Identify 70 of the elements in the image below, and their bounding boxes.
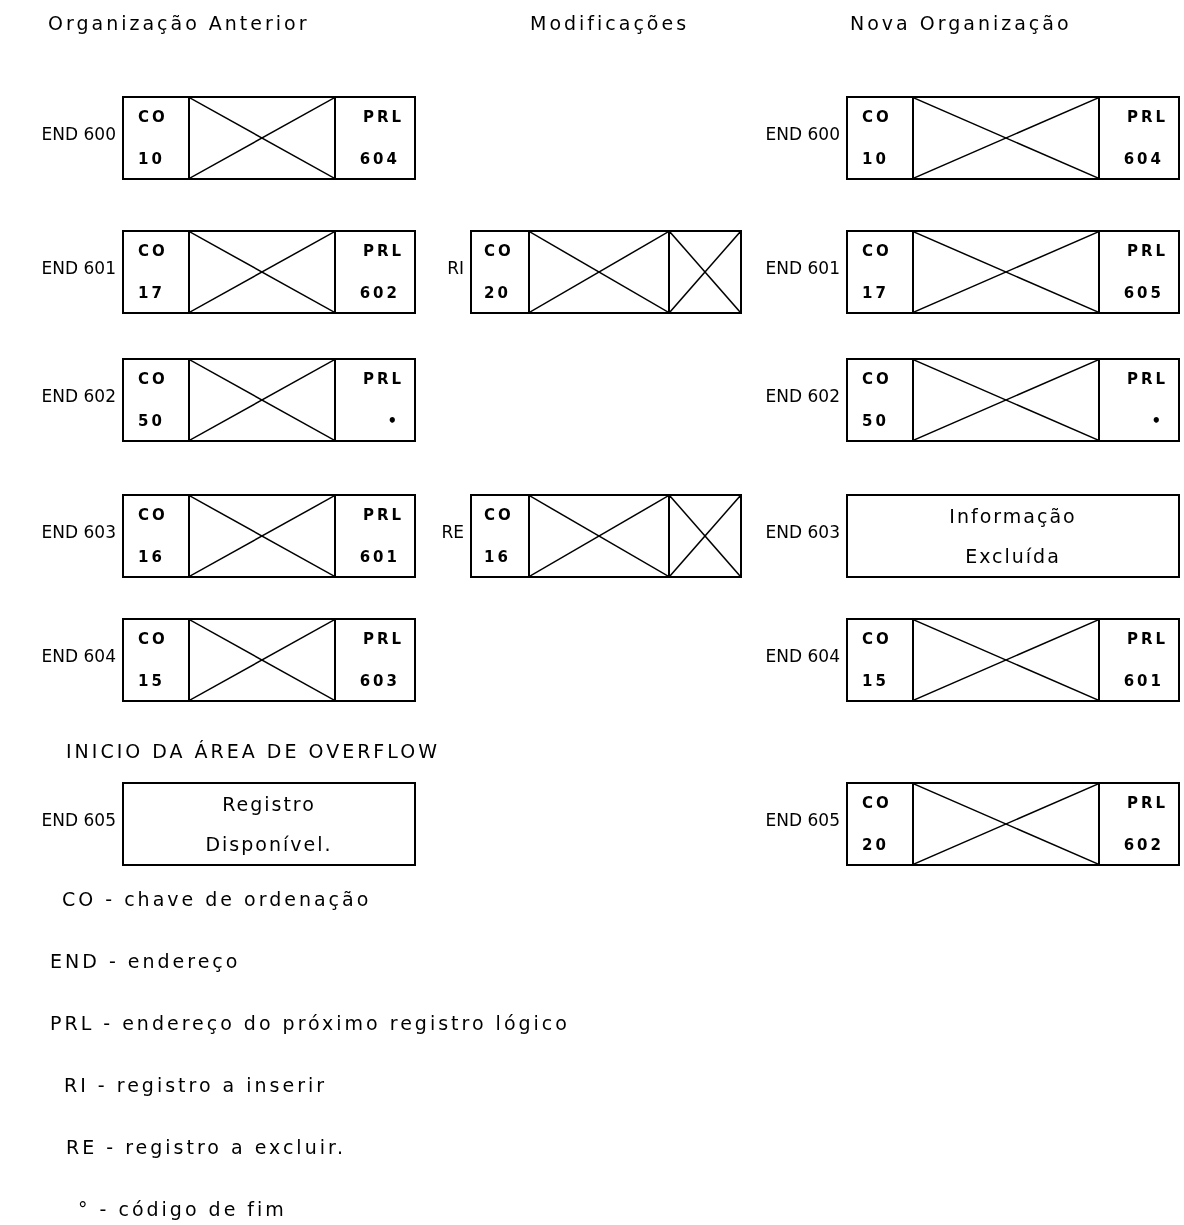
- field-value: 604: [359, 150, 400, 168]
- legend-text: ° - código de fim: [78, 1198, 287, 1220]
- address-label: END 605: [41, 810, 116, 830]
- legend-text: END - endereço: [50, 950, 241, 972]
- field-label: CO: [484, 506, 514, 524]
- legend-text: RE - registro a excluir.: [66, 1136, 347, 1158]
- legend-text: CO - chave de ordenação: [62, 888, 372, 910]
- field-value: 16: [484, 548, 511, 566]
- field-label: PRL: [1126, 630, 1168, 648]
- section-heading: INICIO DA ÁREA DE OVERFLOW: [66, 740, 440, 762]
- address-label: END 603: [765, 522, 840, 542]
- address-label: END 603: [41, 522, 116, 542]
- field-label: PRL: [1126, 370, 1168, 388]
- field-label: CO: [862, 370, 892, 388]
- address-label: END 600: [41, 124, 116, 144]
- address-label: END 602: [765, 386, 840, 406]
- field-value: •: [1151, 412, 1164, 430]
- field-label: PRL: [362, 242, 404, 260]
- field-label: CO: [138, 242, 168, 260]
- field-label: CO: [138, 506, 168, 524]
- field-value: 16: [138, 548, 165, 566]
- column-heading: Nova Organização: [850, 12, 1072, 34]
- field-label: CO: [138, 370, 168, 388]
- field-value: 10: [862, 150, 889, 168]
- field-label: CO: [138, 630, 168, 648]
- field-label: CO: [862, 242, 892, 260]
- address-label: RE: [441, 522, 464, 542]
- field-value: 15: [862, 672, 889, 690]
- field-value: •: [387, 412, 400, 430]
- field-value: 602: [1123, 836, 1164, 854]
- field-value: 50: [862, 412, 889, 430]
- field-value: 604: [1123, 150, 1164, 168]
- address-label: END 605: [765, 810, 840, 830]
- field-value: 17: [138, 284, 165, 302]
- field-label: CO: [484, 242, 514, 260]
- field-label: PRL: [1126, 794, 1168, 812]
- field-label: CO: [862, 630, 892, 648]
- legend-text: RI - registro a inserir: [64, 1074, 328, 1096]
- column-heading: Organização Anterior: [48, 12, 310, 34]
- field-label: CO: [138, 108, 168, 126]
- record-text: Registro Disponível.: [204, 792, 334, 857]
- field-value: 603: [359, 672, 400, 690]
- column-heading: Modificações: [530, 12, 690, 34]
- field-value: 601: [1123, 672, 1164, 690]
- field-value: 20: [484, 284, 511, 302]
- field-label: PRL: [362, 370, 404, 388]
- field-value: 50: [138, 412, 165, 430]
- field-label: PRL: [362, 630, 404, 648]
- address-label: END 602: [41, 386, 116, 406]
- record-text: Informação Excluída: [948, 504, 1078, 569]
- address-label: END 600: [765, 124, 840, 144]
- address-label: END 604: [41, 646, 116, 666]
- field-value: 15: [138, 672, 165, 690]
- field-value: 17: [862, 284, 889, 302]
- field-value: 10: [138, 150, 165, 168]
- field-value: 605: [1123, 284, 1164, 302]
- legend-text: PRL - endereço do próximo registro lógico: [50, 1012, 570, 1034]
- field-label: PRL: [362, 108, 404, 126]
- address-label: END 601: [41, 258, 116, 278]
- field-value: 601: [359, 548, 400, 566]
- address-label: END 604: [765, 646, 840, 666]
- field-label: PRL: [1126, 242, 1168, 260]
- field-label: CO: [862, 794, 892, 812]
- field-label: PRL: [1126, 108, 1168, 126]
- field-value: 602: [359, 284, 400, 302]
- field-label: CO: [862, 108, 892, 126]
- address-label: END 601: [765, 258, 840, 278]
- address-label: RI: [447, 258, 464, 278]
- field-value: 20: [862, 836, 889, 854]
- field-label: PRL: [362, 506, 404, 524]
